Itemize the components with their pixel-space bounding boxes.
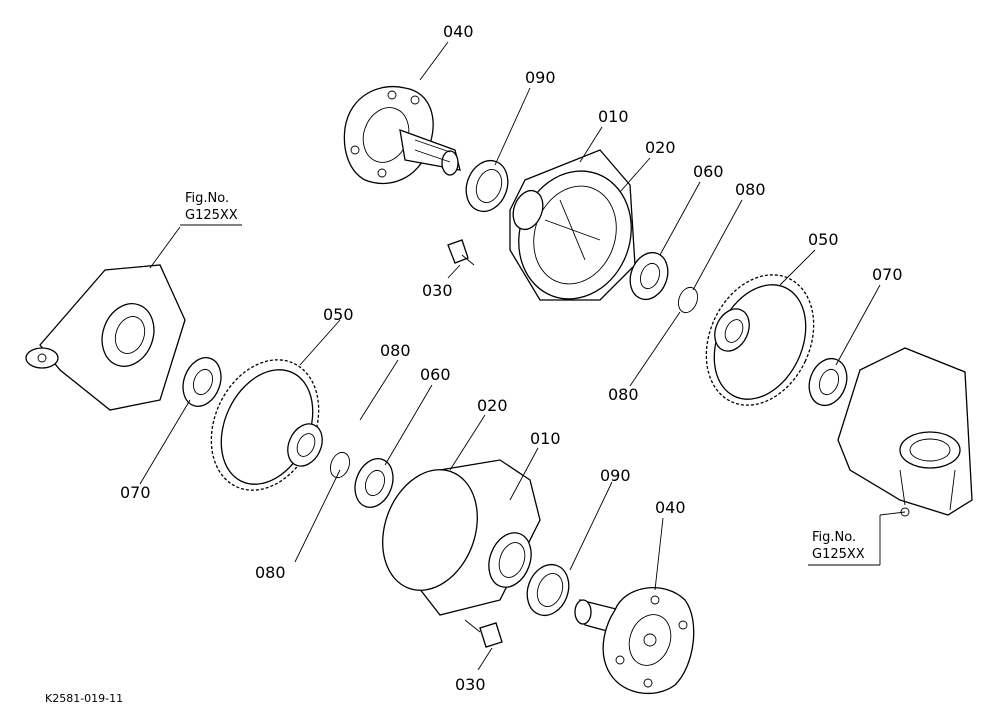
label-lower-080a: 080 (380, 341, 411, 360)
label-upper-080a: 080 (735, 180, 766, 199)
label-lower-050: 050 (323, 305, 354, 324)
label-lower-070: 070 (120, 483, 151, 502)
label-upper-010: 010 (598, 107, 629, 126)
left-gear-case (25, 264, 186, 411)
label-lower-020: 020 (477, 396, 508, 415)
label-lower-090: 090 (600, 466, 631, 485)
upper-bearing-070 (808, 357, 848, 407)
upper-bearing-060 (629, 251, 669, 301)
lower-snap-ring-080 (329, 451, 351, 479)
drawing-code: K2581-019-11 (45, 692, 123, 705)
upper-bolt-030 (447, 239, 475, 266)
upper-bevel-gear-050 (705, 274, 815, 406)
lower-bearing-070 (182, 357, 222, 407)
label-upper-050: 050 (808, 230, 839, 249)
label-upper-080b: 080 (608, 385, 639, 404)
right-gear-case (837, 347, 973, 517)
lower-oil-seal-090 (526, 563, 570, 617)
lower-flange-shaft-040 (574, 587, 695, 695)
label-upper-070: 070 (872, 265, 903, 284)
label-upper-040: 040 (443, 22, 474, 41)
lower-bevel-gear-050 (210, 359, 323, 491)
leader-lines (139, 41, 906, 671)
upper-flange-shaft-040 (343, 86, 461, 185)
label-lower-030: 030 (455, 675, 486, 694)
label-lower-080b: 080 (255, 563, 286, 582)
label-upper-030: 030 (422, 281, 453, 300)
fig-ref-left-caption: Fig.No. (185, 191, 229, 206)
fig-ref-right-caption: Fig.No. (812, 530, 856, 545)
lower-bearing-060 (354, 458, 394, 508)
label-upper-090: 090 (525, 68, 556, 87)
label-upper-060: 060 (693, 162, 724, 181)
lower-housing-010 (382, 459, 541, 616)
upper-snap-ring-080 (677, 286, 699, 314)
fig-ref-left-number: G125XX (185, 208, 238, 223)
label-lower-010: 010 (530, 429, 561, 448)
part-labels: 040 090 010 020 060 080 050 070 030 080 … (45, 22, 903, 705)
lower-bolt-030 (464, 619, 503, 648)
label-lower-040: 040 (655, 498, 686, 517)
upper-oil-seal-090 (465, 159, 509, 213)
fig-ref-right-number: G125XX (812, 547, 865, 562)
upper-housing-010 (509, 149, 636, 301)
label-lower-060: 060 (420, 365, 451, 384)
label-upper-020: 020 (645, 138, 676, 157)
